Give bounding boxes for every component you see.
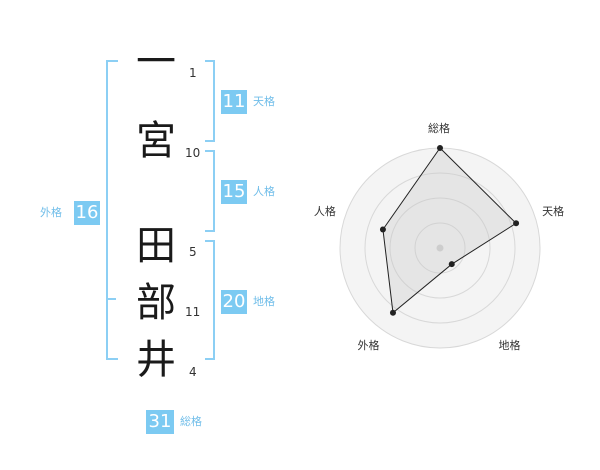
radar-ring xyxy=(389,197,491,299)
radar-chart xyxy=(339,145,541,349)
stroke-count-4: 11 xyxy=(185,305,201,319)
radar-axis-label-2: 天格 xyxy=(542,204,565,218)
name-char-2: 宮 xyxy=(136,118,176,164)
gaikaku-label: 外格 xyxy=(40,206,62,219)
radar-axis-label-3: 地格 xyxy=(498,339,521,353)
radar-axis-label-1: 総格 xyxy=(428,122,450,135)
name-char-4: 部 xyxy=(136,280,176,326)
tenkaku-value-badge: 11 xyxy=(221,90,247,114)
stroke-count-1: 1 xyxy=(189,66,197,80)
gaikaku-value-badge: 16 xyxy=(74,201,100,225)
radar-point-3 xyxy=(448,261,455,268)
name-char-3: 田 xyxy=(136,223,176,269)
stroke-count-5: 4 xyxy=(189,365,197,379)
radar-point-5 xyxy=(379,226,386,233)
gaikaku-bracket xyxy=(106,60,118,360)
chikaku-value-badge: 20 xyxy=(221,290,247,314)
jinkaku-bracket xyxy=(205,150,215,232)
radar-center xyxy=(436,244,444,252)
tenkaku-bracket xyxy=(205,60,215,142)
tenkaku-label: 天格 xyxy=(253,95,275,108)
radar-point-4 xyxy=(389,309,396,316)
radar-axis-label-5: 人格 xyxy=(313,204,336,218)
radar-point-1 xyxy=(437,145,443,151)
jinkaku-label: 人格 xyxy=(253,185,275,198)
radar-axis-label-4: 外格 xyxy=(357,339,380,353)
soukaku-label: 総格 xyxy=(180,415,202,428)
stroke-count-2: 10 xyxy=(185,146,201,160)
gaikaku-bracket-mid xyxy=(106,298,116,300)
jinkaku-value-badge: 15 xyxy=(221,180,247,204)
stroke-count-3: 5 xyxy=(189,245,197,259)
radar-ring xyxy=(364,172,516,324)
radar-ring xyxy=(414,222,466,274)
soukaku-value-badge: 31 xyxy=(146,410,174,434)
radar-point-2 xyxy=(513,220,520,227)
radar-series-polygon xyxy=(382,147,517,314)
name-char-5: 井 xyxy=(136,337,176,383)
chikaku-bracket xyxy=(205,240,215,360)
name-char-1: 一 xyxy=(136,39,176,85)
chikaku-label: 地格 xyxy=(253,295,275,308)
